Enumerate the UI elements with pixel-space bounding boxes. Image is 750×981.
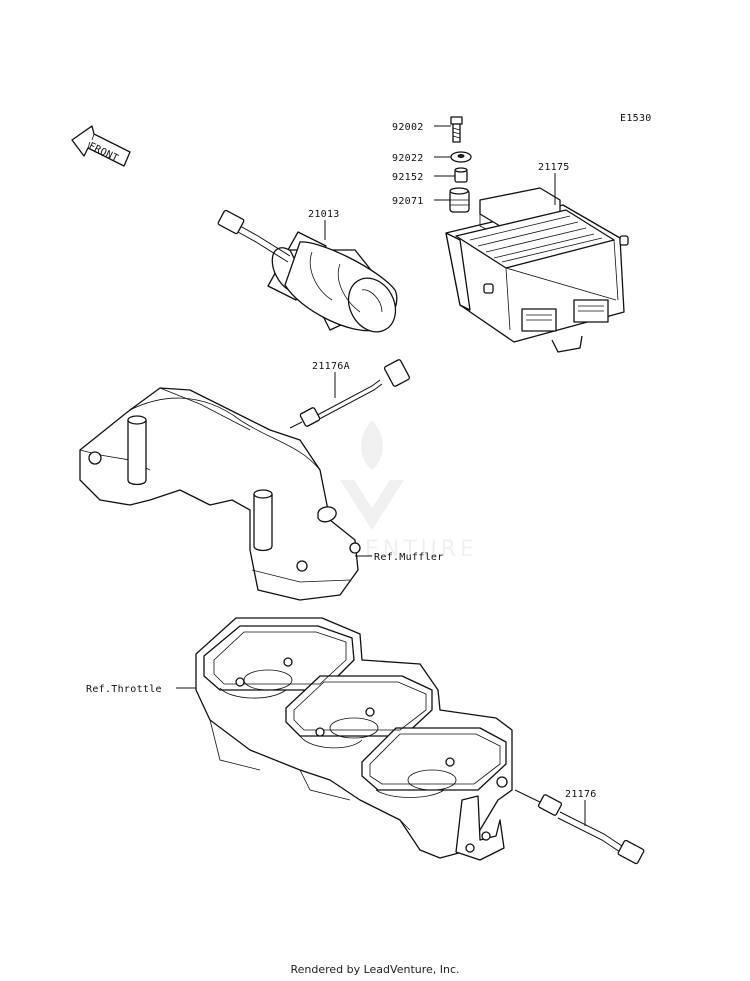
throttle-body [195, 617, 513, 861]
label-21013: 21013 [308, 209, 340, 220]
ecu-21175[interactable] [445, 187, 629, 353]
label-92152: 92152 [392, 172, 424, 183]
label-92002: 92002 [392, 122, 424, 133]
sensor-21013[interactable] [217, 209, 405, 340]
diagram-code: E1530 [620, 113, 652, 124]
footer-credit: Rendered by LeadVenture, Inc. [290, 963, 460, 976]
label-92022: 92022 [392, 153, 424, 164]
label-21176: 21176 [565, 789, 597, 800]
label-21175: 21175 [538, 162, 570, 173]
washer-92022[interactable] [450, 151, 472, 163]
label-92071: 92071 [392, 196, 424, 207]
bolt-92002[interactable] [450, 116, 463, 143]
front-arrow-icon: FRONT [71, 125, 131, 167]
ref-muffler-label: Ref.Muffler [374, 552, 444, 563]
sensor-21176[interactable] [514, 789, 645, 865]
exhaust-manifold [79, 387, 361, 601]
ref-throttle-label: Ref.Throttle [86, 684, 162, 695]
label-21176A: 21176A [312, 361, 350, 372]
collar-92152[interactable] [454, 167, 468, 183]
sensor-21176A[interactable] [289, 359, 411, 429]
grommet-92071[interactable] [449, 187, 470, 213]
